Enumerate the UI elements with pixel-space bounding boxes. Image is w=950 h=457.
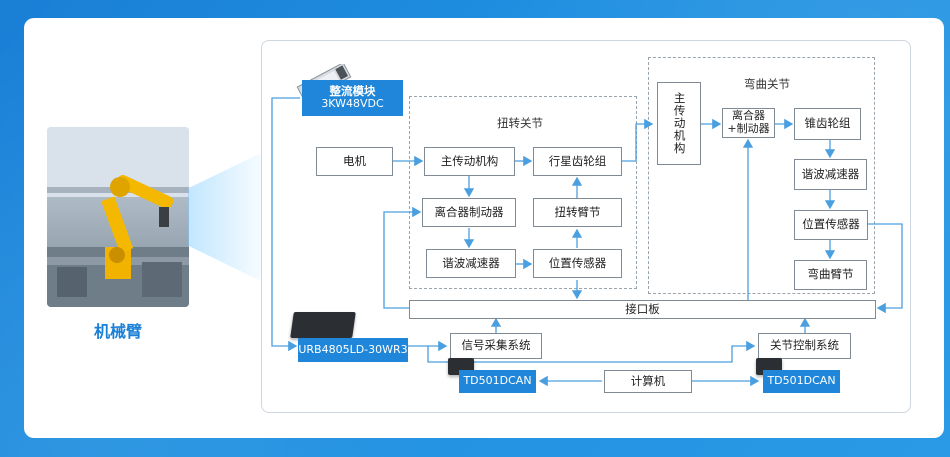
torsion-harmonic-reducer-box: 谐波减速器	[426, 249, 516, 278]
torsion-main-drive-box: 主传动机构	[424, 147, 515, 176]
torsion-clutch-brake-box: 离合器制动器	[422, 198, 516, 227]
bending-main-drive-box: 主传动机构	[657, 82, 701, 165]
can-module-right-label: TD501DCAN	[763, 370, 840, 393]
torsion-joint-group	[409, 96, 637, 289]
signal-acquisition-box: 信号采集系统	[450, 333, 542, 359]
bending-joint-group	[648, 57, 875, 294]
dcdc-module-label: URB4805LD-30WR3	[298, 338, 408, 362]
motor-box: 电机	[316, 147, 393, 176]
torsion-arm-box: 扭转臂节	[533, 198, 622, 227]
bending-position-sensor-box: 位置传感器	[794, 210, 868, 240]
planetary-gear-box: 行星齿轮组	[533, 147, 622, 176]
robot-arm-label: 机械臂	[93, 322, 142, 341]
bending-clutch-brake-box: 离合器 +制动器	[722, 108, 775, 138]
joint-control-box: 关节控制系统	[758, 333, 851, 359]
dcdc-module-image	[290, 312, 356, 338]
bending-joint-title: 弯曲关节	[744, 77, 790, 91]
bending-harmonic-reducer-box: 谐波减速器	[794, 159, 867, 190]
computer-box: 计算机	[604, 370, 692, 393]
can-module-left-label: TD501DCAN	[459, 370, 536, 393]
bending-arm-box: 弯曲臂节	[794, 260, 867, 290]
torsion-position-sensor-box: 位置传感器	[533, 249, 622, 278]
torsion-joint-title: 扭转关节	[497, 116, 543, 130]
rectifier-module: 整流模块 3KW48VDC	[302, 80, 403, 116]
robot-arm-photo	[47, 127, 189, 307]
bevel-gear-box: 锥齿轮组	[794, 108, 861, 140]
rectifier-model: 3KW48VDC	[321, 97, 384, 111]
rectifier-title: 整流模块	[329, 84, 376, 99]
interface-board: 接口板	[409, 300, 876, 319]
